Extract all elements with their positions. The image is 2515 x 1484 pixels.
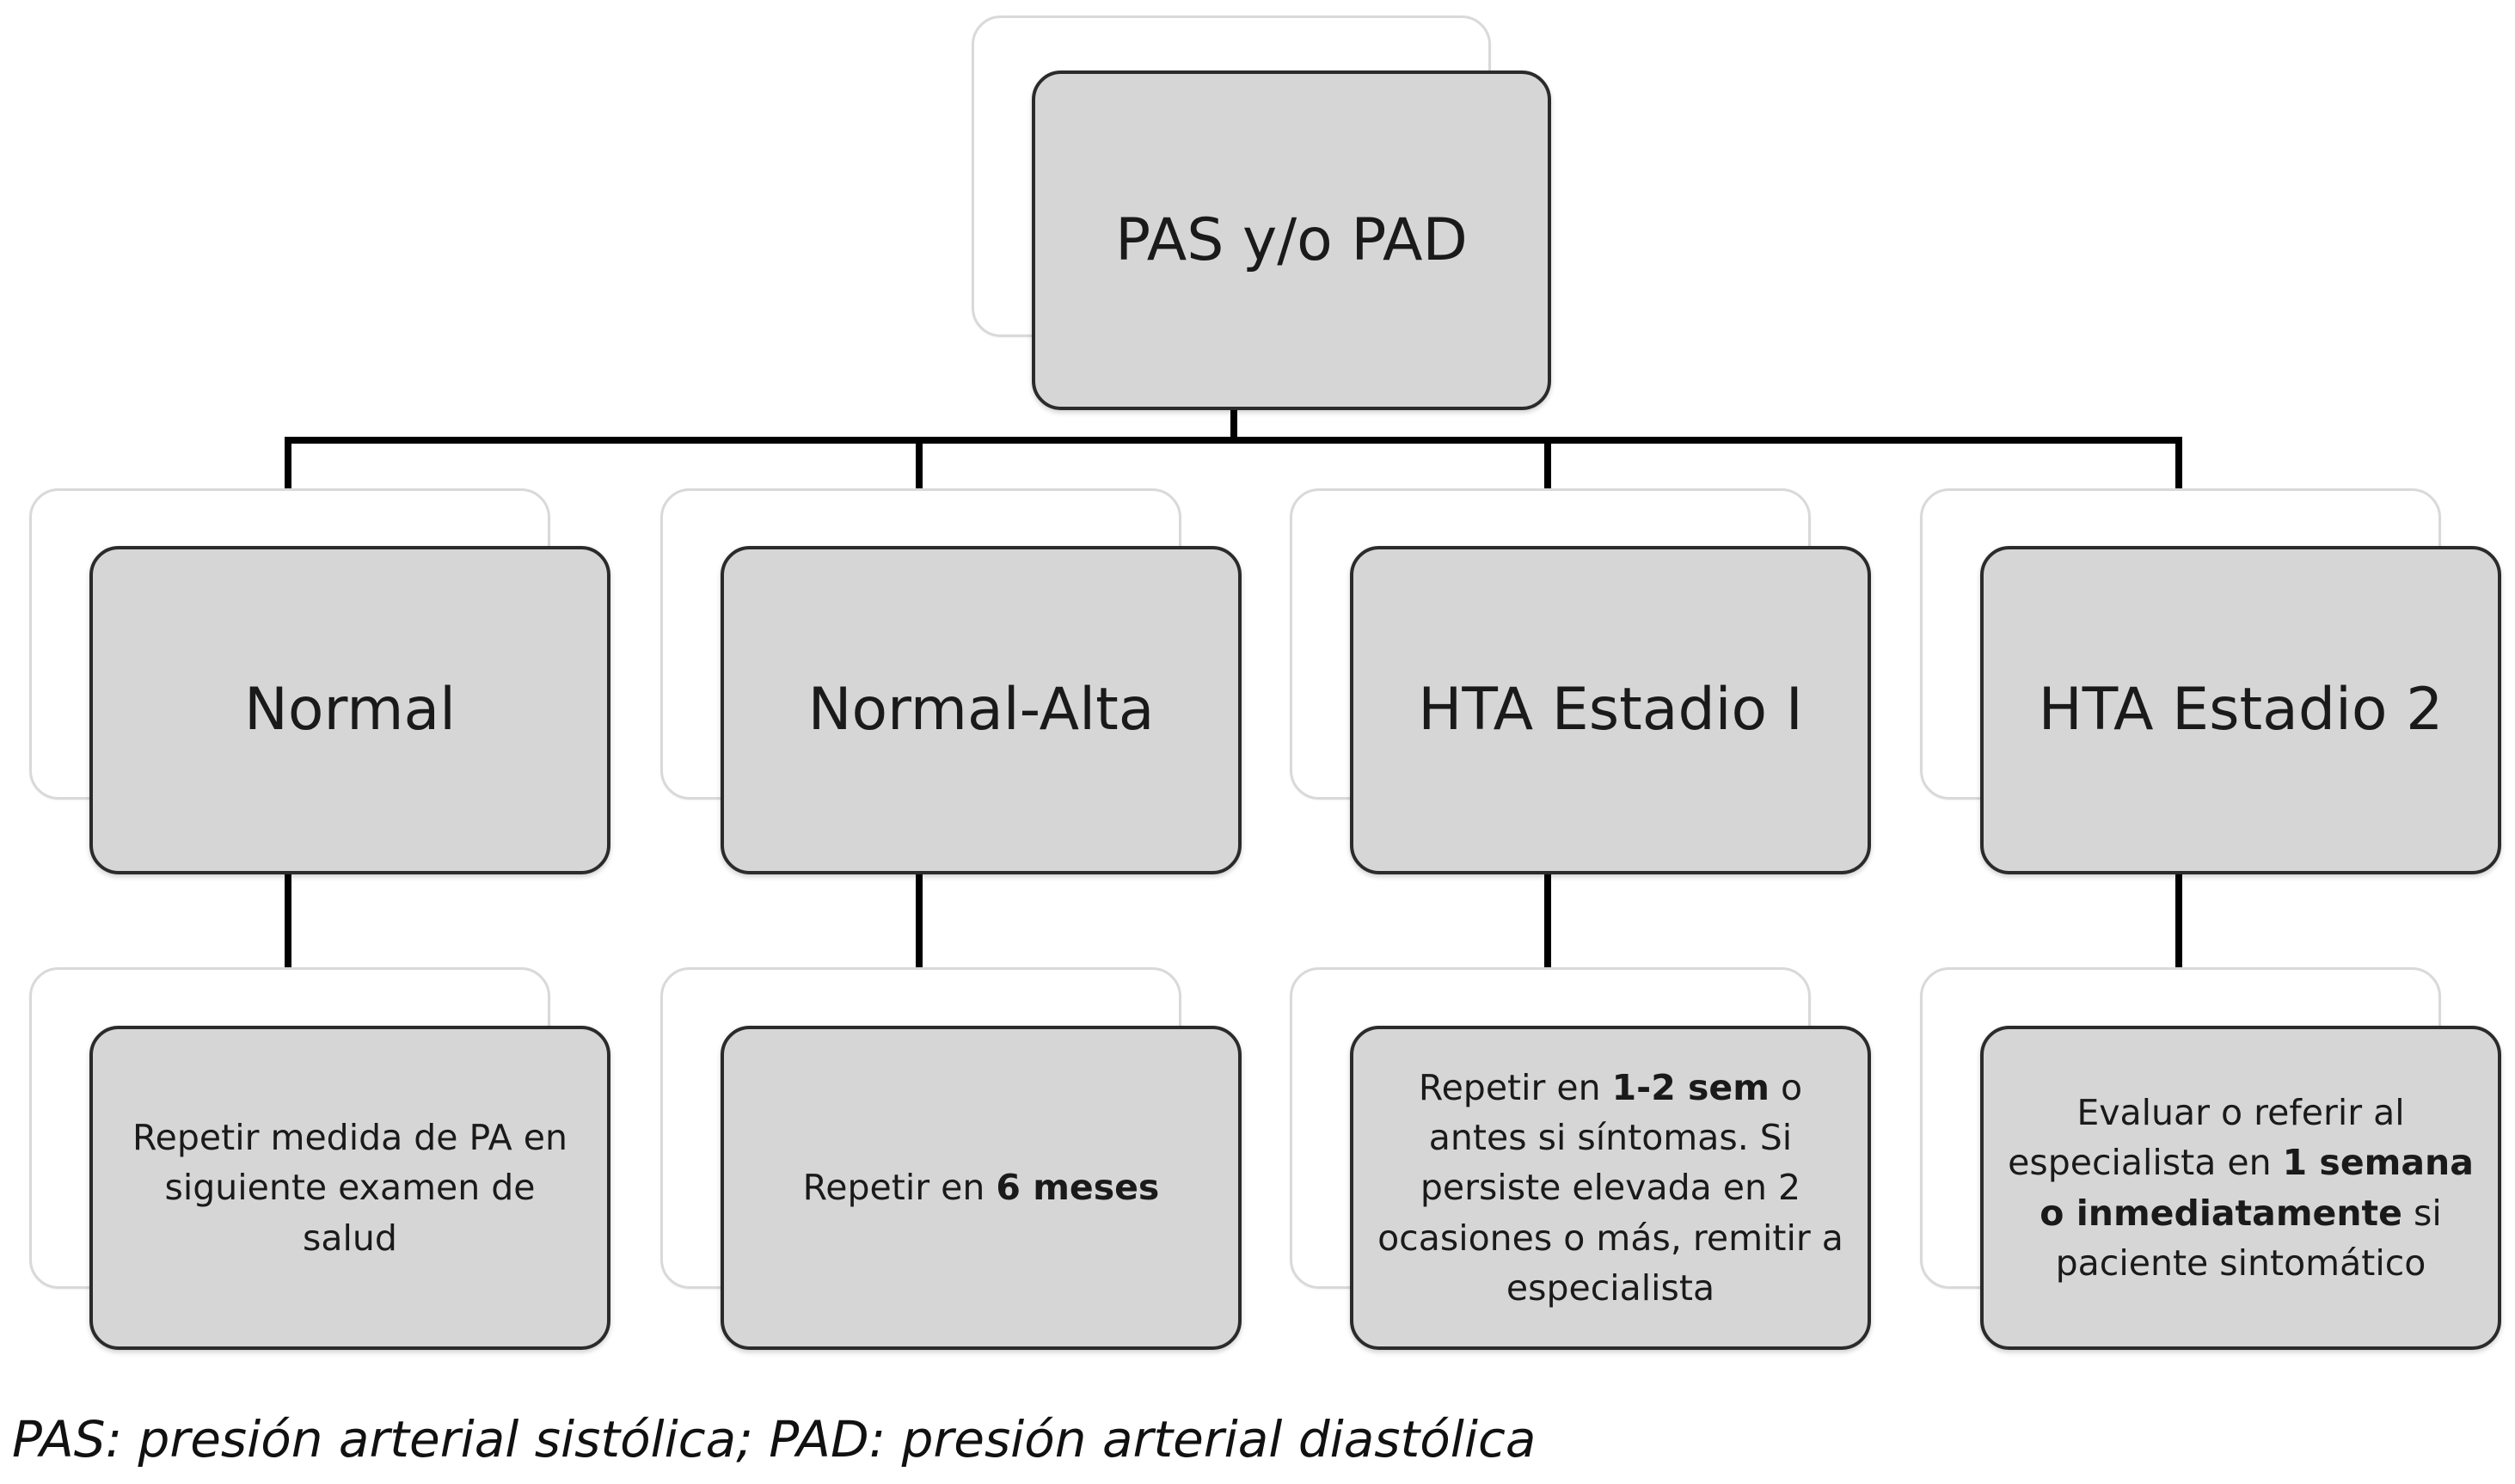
action-text-normal: Repetir medida de PA en siguiente examen…	[93, 1113, 607, 1263]
category-label-hta-estadio-1: HTA Estadio I	[1418, 676, 1803, 745]
category-node-card: HTA Estadio 2	[1980, 546, 2501, 874]
action-body-text: Repetir medida de PA en siguiente examen…	[132, 1117, 567, 1259]
root-node-label: PAS y/o PAD	[1115, 205, 1468, 274]
action-node-card: Repetir en 1-2 sem o antes si síntomas. …	[1350, 1026, 1871, 1350]
action-body-text: o antes si síntomas. Si persiste elevada…	[1377, 1066, 1843, 1309]
figure-caption: PAS: presión arterial sistólica; PAD: pr…	[12, 1410, 1537, 1469]
category-label-normal: Normal	[243, 676, 457, 745]
action-text-hta-estadio-2: Evaluar o referir al especialista en 1 s…	[1984, 1088, 2498, 1288]
category-label-normal-alta: Normal-Alta	[807, 676, 1155, 745]
category-node-normal-alta: Normal-Alta	[660, 488, 1242, 874]
action-node-card: Repetir medida de PA en siguiente examen…	[89, 1026, 610, 1350]
action-emphasis-text: 1 semana o inmediatamente	[2040, 1142, 2474, 1234]
action-body-text: si paciente sintomático	[2055, 1192, 2442, 1284]
category-node-hta-estadio-2: HTA Estadio 2	[1920, 488, 2501, 874]
category-node-card: Normal	[89, 546, 610, 874]
category-node-hta-estadio-1: HTA Estadio I	[1290, 488, 1871, 874]
action-body-text: Repetir en	[1418, 1066, 1612, 1108]
action-body-text: Repetir en	[802, 1167, 997, 1209]
action-node-hta-estadio-1: Repetir en 1-2 sem o antes si síntomas. …	[1290, 967, 1871, 1350]
action-node-card: Repetir en 6 meses	[721, 1026, 1242, 1350]
action-emphasis-text: 1-2 sem	[1611, 1066, 1770, 1108]
action-text-hta-estadio-1: Repetir en 1-2 sem o antes si síntomas. …	[1353, 1063, 1868, 1313]
action-body-text: Evaluar o referir al especialista en	[2008, 1092, 2405, 1184]
action-emphasis-text: 6 meses	[996, 1167, 1160, 1209]
action-text-normal-alta: Repetir en 6 meses	[781, 1162, 1182, 1212]
action-node-card: Evaluar o referir al especialista en 1 s…	[1980, 1026, 2501, 1350]
action-node-normal: Repetir medida de PA en siguiente examen…	[29, 967, 610, 1350]
category-node-normal: Normal	[29, 488, 610, 874]
category-node-card: Normal-Alta	[721, 546, 1242, 874]
action-node-normal-alta: Repetir en 6 meses	[660, 967, 1242, 1350]
category-node-card: HTA Estadio I	[1350, 546, 1871, 874]
root-node: PAS y/o PAD	[972, 15, 1551, 410]
category-label-hta-estadio-2: HTA Estadio 2	[2038, 676, 2444, 745]
action-node-hta-estadio-2: Evaluar o referir al especialista en 1 s…	[1920, 967, 2501, 1350]
root-node-card: PAS y/o PAD	[1032, 71, 1551, 410]
